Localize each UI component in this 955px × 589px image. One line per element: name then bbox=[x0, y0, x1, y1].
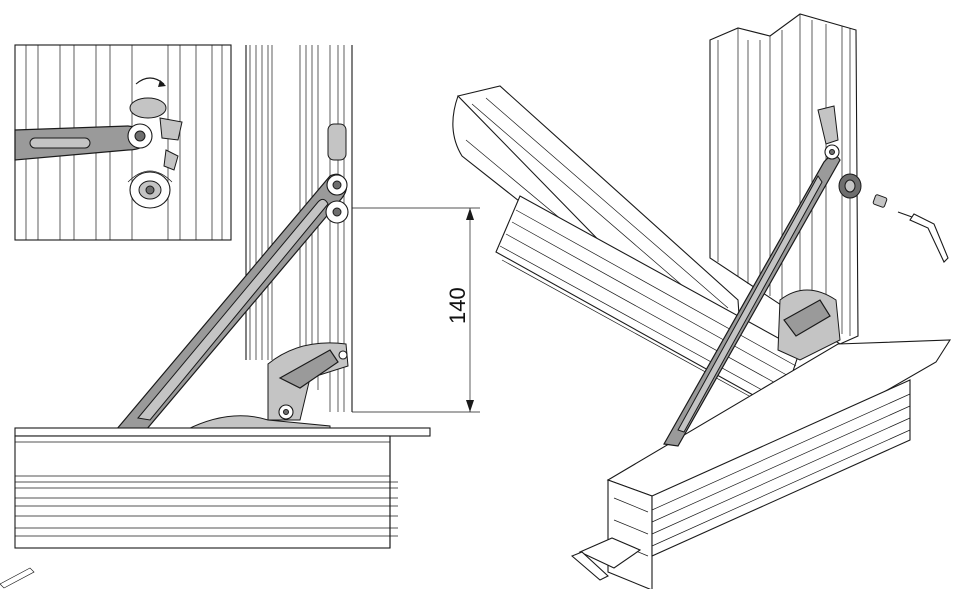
front-elevation: 140 bbox=[14, 45, 480, 549]
allen-key bbox=[909, 213, 949, 263]
pencil-icon bbox=[0, 567, 35, 589]
dimension-label: 140 bbox=[445, 287, 470, 324]
bushing-part bbox=[872, 194, 888, 208]
detail-inset bbox=[14, 44, 232, 241]
isometric-view bbox=[452, 13, 952, 589]
